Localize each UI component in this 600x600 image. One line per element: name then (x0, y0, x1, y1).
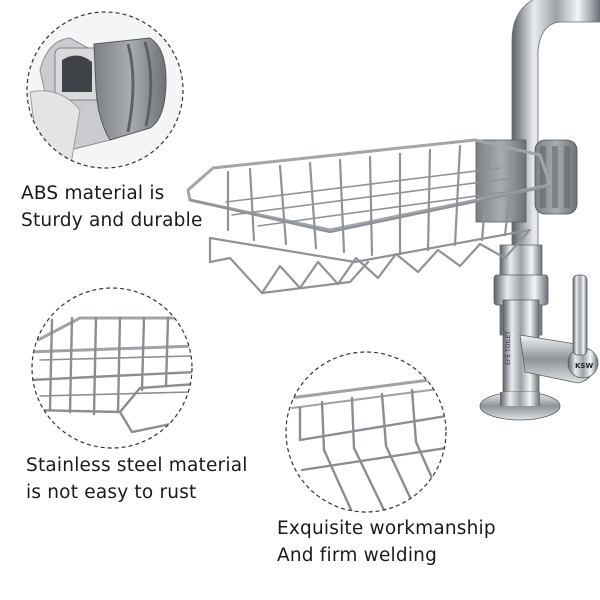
caption-abs-line1: ABS material is (21, 183, 165, 204)
caption-stainless-line1: Stainless steel material (26, 455, 248, 476)
detail-circle-stainless (31, 287, 193, 449)
caption-abs: ABS material is Sturdy and durable (21, 180, 203, 234)
caption-stainless-line2: is not easy to rust (26, 482, 197, 503)
caption-welding: Exquisite workmanship And firm welding (277, 515, 496, 569)
svg-text:ÈFÉ TOILET: ÈFÉ TOILET (504, 331, 512, 365)
faucet-label: KSW (575, 362, 593, 370)
caption-abs-line2: Sturdy and durable (21, 210, 203, 231)
detail-circle-abs (26, 11, 184, 169)
caption-stainless: Stainless steel material is not easy to … (26, 452, 248, 506)
detail-circle-welding (285, 351, 447, 513)
caption-welding-line1: Exquisite workmanship (277, 518, 496, 539)
caption-welding-line2: And firm welding (277, 545, 438, 566)
wire-basket (186, 138, 552, 295)
